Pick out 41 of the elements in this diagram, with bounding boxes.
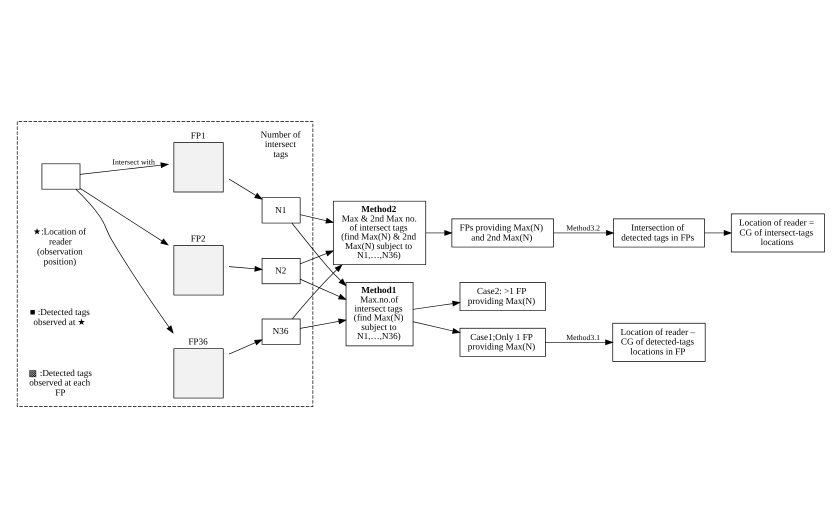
node-box: Case1;Only 1 FP providing Max(N) xyxy=(460,328,546,357)
node-label: FP2 xyxy=(190,234,206,244)
node-box: Case2: >1 FP providing Max(N) xyxy=(460,282,546,311)
legend-label: ■ :Detected tags observed at ★ xyxy=(30,307,90,327)
arrow xyxy=(300,214,334,224)
legend-label: ▩ :Detected tags observed at each FP xyxy=(28,368,92,398)
arrow xyxy=(292,222,347,286)
node-box: Method1 Max.no.of intersect tags (find Max(N) subject to N1,…,N36) xyxy=(346,282,414,346)
node-box: N1 xyxy=(262,197,301,224)
edge-label: Method3.2 xyxy=(566,224,600,233)
arrow xyxy=(228,266,264,272)
edge-label: Method3.1 xyxy=(566,333,600,342)
node-box: N36 xyxy=(262,318,301,345)
node-label: FP36 xyxy=(188,336,208,347)
legend-label: ★:Location of reader (observation position) xyxy=(33,226,86,266)
arrow xyxy=(553,230,615,236)
node-box xyxy=(42,163,80,190)
node-box: FPs providing Max(N) and 2nd Max(N) xyxy=(452,218,554,248)
node-box: Location of reader = CG of intersect-tags locations xyxy=(730,214,825,252)
arrow xyxy=(704,230,732,236)
arrow xyxy=(412,321,461,334)
arrow xyxy=(300,318,347,329)
node-box: Method2 Max & 2nd Max no. of intersect tags (find Max(N) & 2nd Max(N) subject to N1,…,N36) xyxy=(332,200,426,266)
arrow xyxy=(292,264,343,320)
arrow xyxy=(76,188,174,334)
node-label: FP1 xyxy=(190,130,206,141)
arrow xyxy=(412,300,461,310)
node-box: Location of reader – CG of detected-tags locations in FP xyxy=(612,322,706,362)
arrow xyxy=(228,178,263,200)
arrow xyxy=(545,339,614,346)
arrow xyxy=(426,230,453,236)
arrow xyxy=(80,162,170,175)
cluster xyxy=(16,121,314,407)
arrow xyxy=(300,250,334,264)
arrow xyxy=(228,339,263,354)
arrow xyxy=(80,188,169,246)
arrow xyxy=(300,278,347,300)
edge-label: Intersect with xyxy=(112,157,155,166)
node-box: Intersection of detected tags in FPs xyxy=(613,218,705,248)
node-box: N2 xyxy=(262,258,301,284)
label: Number of intersect tags xyxy=(260,129,301,160)
